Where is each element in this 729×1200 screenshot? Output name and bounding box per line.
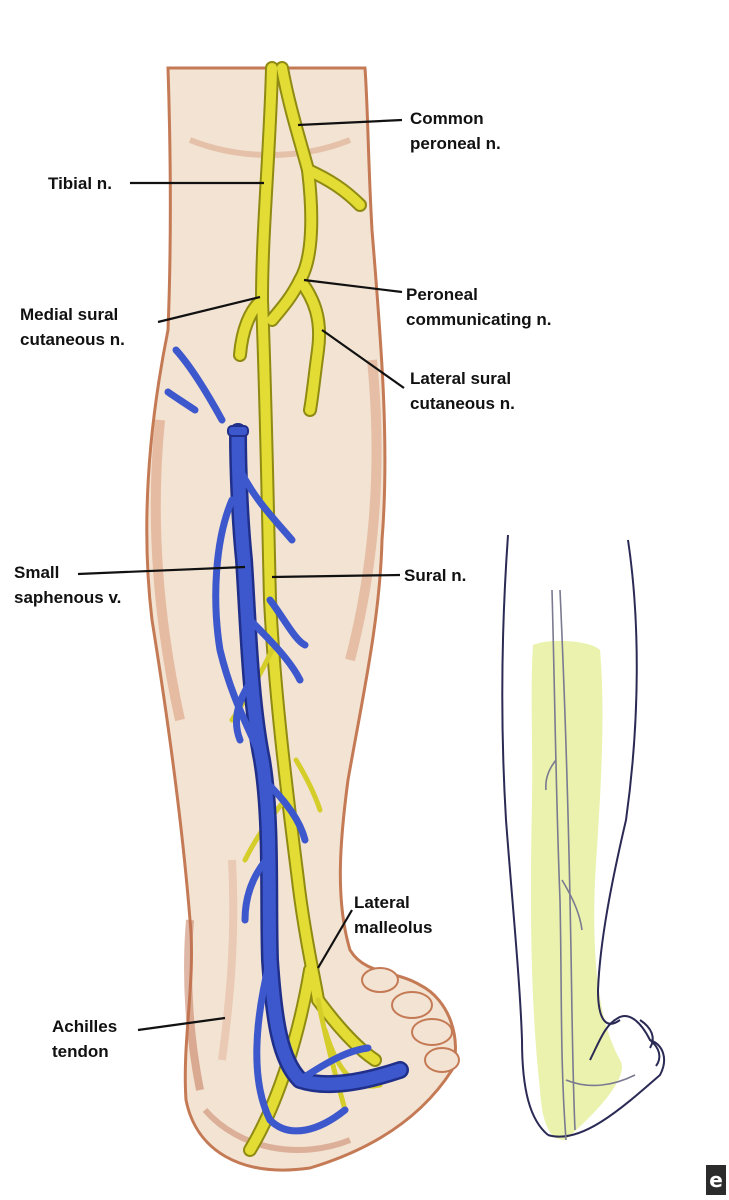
label-line: Sural n. [404,566,467,585]
label-medial-sural-cutaneous-nerve: Medial sural cutaneous n. [20,302,125,352]
label-tibial-nerve: Tibial n. [48,171,112,196]
leader-small-saphenous [77,565,246,576]
inset-foot [547,1015,666,1138]
leader-common-peroneal [297,118,403,127]
main-leg [145,66,460,1172]
label-peroneal-communicating-nerve: Peroneal communicating n. [406,282,551,332]
label-lateral-malleolus: Lateral malleolus [354,890,432,940]
leader-lines [77,118,405,1032]
leader-achilles [137,1016,226,1032]
toe [411,1018,453,1046]
tibial-nerve [257,63,323,1005]
inset-toes [639,1019,661,1067]
label-common-peroneal-nerve: Common peroneal n. [410,106,501,156]
toe [361,967,399,993]
label-sural-nerve: Sural n. [404,563,466,588]
label-line: Lateral sural [410,369,512,388]
label-lateral-sural-cutaneous-nerve: Lateral sural cutaneous n. [410,366,515,416]
label-line: Peroneal [406,285,478,304]
calf-shade-right [345,359,382,662]
label-achilles-tendon: Achilles tendon [52,1014,117,1064]
inset-outline-right [596,539,638,1025]
peroneal-branch [303,165,365,210]
leader-lateral-sural [321,329,405,389]
label-line: malleolus [354,918,433,937]
inset-sensory-area [530,640,622,1140]
medial-sural-cutaneous-nerve [235,295,267,360]
lateral-sural-cutaneous-nerve [295,275,325,415]
label-line: Medial sural [20,305,119,324]
achilles-shade [218,859,238,1061]
label-line: communicating n. [406,310,552,329]
leader-medial-sural [157,295,261,324]
common-peroneal-nerve [267,63,317,325]
label-small-saphenous-vein: Small saphenous v. [14,560,121,610]
ankle-shade [184,919,204,1091]
inset-outline-left [501,534,549,1136]
leader-sural [271,573,401,579]
label-line: tendon [52,1042,109,1061]
vein-cut-end [227,425,249,437]
label-line: peroneal n. [410,134,501,153]
sural-nerve-foot-branch [313,995,380,1065]
label-line: cutaneous n. [20,330,125,349]
label-line: Small [14,563,60,582]
label-line: Lateral [354,893,410,912]
toe [424,1047,460,1073]
leader-lateral-malleolus [317,909,353,969]
leg-skin [145,66,457,1172]
toe [391,991,433,1019]
watermark-logo: e [706,1165,726,1195]
label-line: saphenous v. [14,588,122,607]
label-line: Common [410,109,484,128]
label-line: Tibial n. [48,174,112,193]
small-saphenous-vein [164,346,409,1135]
label-line: Achilles [52,1017,118,1036]
inset-leg [501,534,666,1141]
label-line: cutaneous n. [410,394,515,413]
leader-peroneal-communicating [303,278,403,294]
inset-nerve [551,589,567,1141]
heel-shade [202,1108,352,1153]
